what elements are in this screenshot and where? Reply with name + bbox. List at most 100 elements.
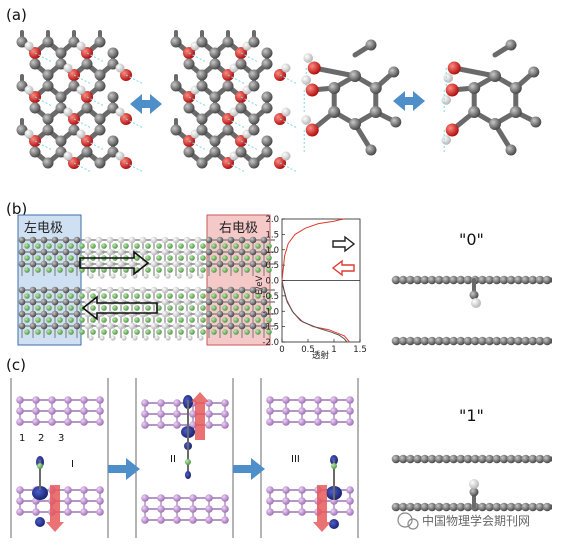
- lattice-atom: [101, 293, 107, 299]
- lattice-atom: [106, 260, 114, 268]
- phosphorus-atom: [64, 407, 72, 415]
- phosphorus-atom: [48, 396, 56, 404]
- hydrogen-atom: [443, 73, 454, 83]
- carbon-atom: [209, 58, 221, 70]
- carbon-atom: [196, 157, 208, 169]
- lattice-atom: [128, 286, 136, 294]
- oxygen-atom: [447, 61, 461, 75]
- lattice-atom: [51, 298, 59, 306]
- lattice-atom: [233, 267, 239, 273]
- phosphorus-atom: [80, 508, 88, 516]
- phosphorus-atom: [221, 516, 229, 524]
- lattice-atom: [161, 236, 169, 244]
- chain-atom: [521, 336, 530, 346]
- lattice-atom: [106, 286, 114, 294]
- carbon-atom: [489, 118, 501, 130]
- lattice-atom: [189, 329, 195, 335]
- carbon-atom: [248, 124, 260, 136]
- carbon-atom: [261, 58, 273, 70]
- lattice-atom: [244, 293, 250, 299]
- phosphorus-atom: [282, 497, 290, 505]
- phosphorus-atom: [16, 486, 24, 494]
- lattice-atom: [222, 305, 228, 311]
- lattice-atom: [249, 236, 257, 244]
- chain-atom: [420, 336, 430, 346]
- lattice-atom: [134, 243, 140, 249]
- lattice-atom: [227, 236, 235, 244]
- lattice-atom: [18, 260, 26, 268]
- phosphorus-atom: [266, 508, 274, 516]
- lattice-atom: [123, 293, 129, 299]
- lattice-atom: [161, 322, 169, 330]
- lattice-atom: [24, 243, 30, 249]
- lattice-atom: [46, 293, 52, 299]
- chart-arrow-right: [332, 235, 356, 253]
- carbon-atom: [170, 124, 182, 136]
- lattice-atom: [112, 293, 118, 299]
- lattice-atom: [255, 305, 261, 311]
- chain-atom: [521, 502, 530, 512]
- carbon-atom: [183, 58, 195, 70]
- lattice-atom: [57, 255, 63, 261]
- h-bond: [86, 96, 105, 107]
- phosphorus-atom: [346, 407, 354, 415]
- carbon-atom: [209, 135, 221, 147]
- panel-a-structures: [16, 30, 542, 173]
- chain-atom: [406, 454, 415, 464]
- hydrogen-atom: [99, 273, 105, 279]
- lattice-atom: [227, 248, 235, 256]
- carbon-atom: [248, 113, 260, 125]
- chain-atom: [478, 454, 487, 464]
- chain-atom: [478, 275, 487, 285]
- lattice-atom: [255, 255, 261, 261]
- h-bond: [73, 162, 92, 173]
- lattice-atom: [227, 310, 235, 318]
- phosphorus-atom: [314, 407, 322, 415]
- carbon-atom: [261, 47, 273, 59]
- lattice-atom: [255, 243, 261, 249]
- carbon-atom: [365, 144, 377, 156]
- oxygen-atom: [305, 123, 319, 137]
- chain-atom: [485, 275, 494, 285]
- stage-arrow-2: [233, 458, 265, 480]
- lattice-atom: [266, 255, 272, 261]
- lattice-atom: [139, 298, 147, 306]
- lattice-atom: [101, 305, 107, 311]
- h-bond: [34, 96, 53, 107]
- lattice-atom: [57, 243, 63, 249]
- phosphorus-atom: [16, 407, 24, 415]
- lattice-atom: [244, 267, 250, 273]
- lattice-atom: [73, 236, 81, 244]
- watermark: 中国物理学会期刊网: [397, 512, 530, 530]
- lattice-atom: [249, 286, 257, 294]
- spin-arrow: [191, 392, 209, 440]
- lattice-atom: [150, 248, 158, 256]
- phosphorus-atom: [96, 396, 104, 404]
- lattice-atom: [189, 267, 195, 273]
- lattice-atom: [117, 236, 125, 244]
- chain-atom: [442, 275, 451, 285]
- lattice-atom: [178, 317, 184, 323]
- phosphorus-atom: [314, 418, 322, 426]
- orbital-lobe: [35, 517, 45, 527]
- lattice-atom: [222, 293, 228, 299]
- lattice-atom: [101, 317, 107, 323]
- lattice-atom: [238, 248, 246, 256]
- phosphorus-atom: [157, 410, 165, 418]
- bond: [311, 65, 358, 79]
- lattice-atom: [233, 329, 239, 335]
- lattice-atom: [211, 255, 217, 261]
- lattice-atom: [167, 293, 173, 299]
- y-tick-label: -1.5: [262, 323, 279, 333]
- lattice-atom: [68, 267, 74, 273]
- lattice-atom: [68, 255, 74, 261]
- chart-arrow-left: [331, 259, 355, 277]
- chain-atom: [427, 454, 437, 464]
- h-bond: [125, 118, 144, 129]
- lattice-atom: [194, 236, 202, 244]
- lattice-atom: [156, 267, 162, 273]
- phosphorus-atom: [298, 396, 306, 404]
- lattice-atom: [51, 236, 59, 244]
- lattice-atom: [123, 305, 129, 311]
- chain-atom: [456, 502, 466, 512]
